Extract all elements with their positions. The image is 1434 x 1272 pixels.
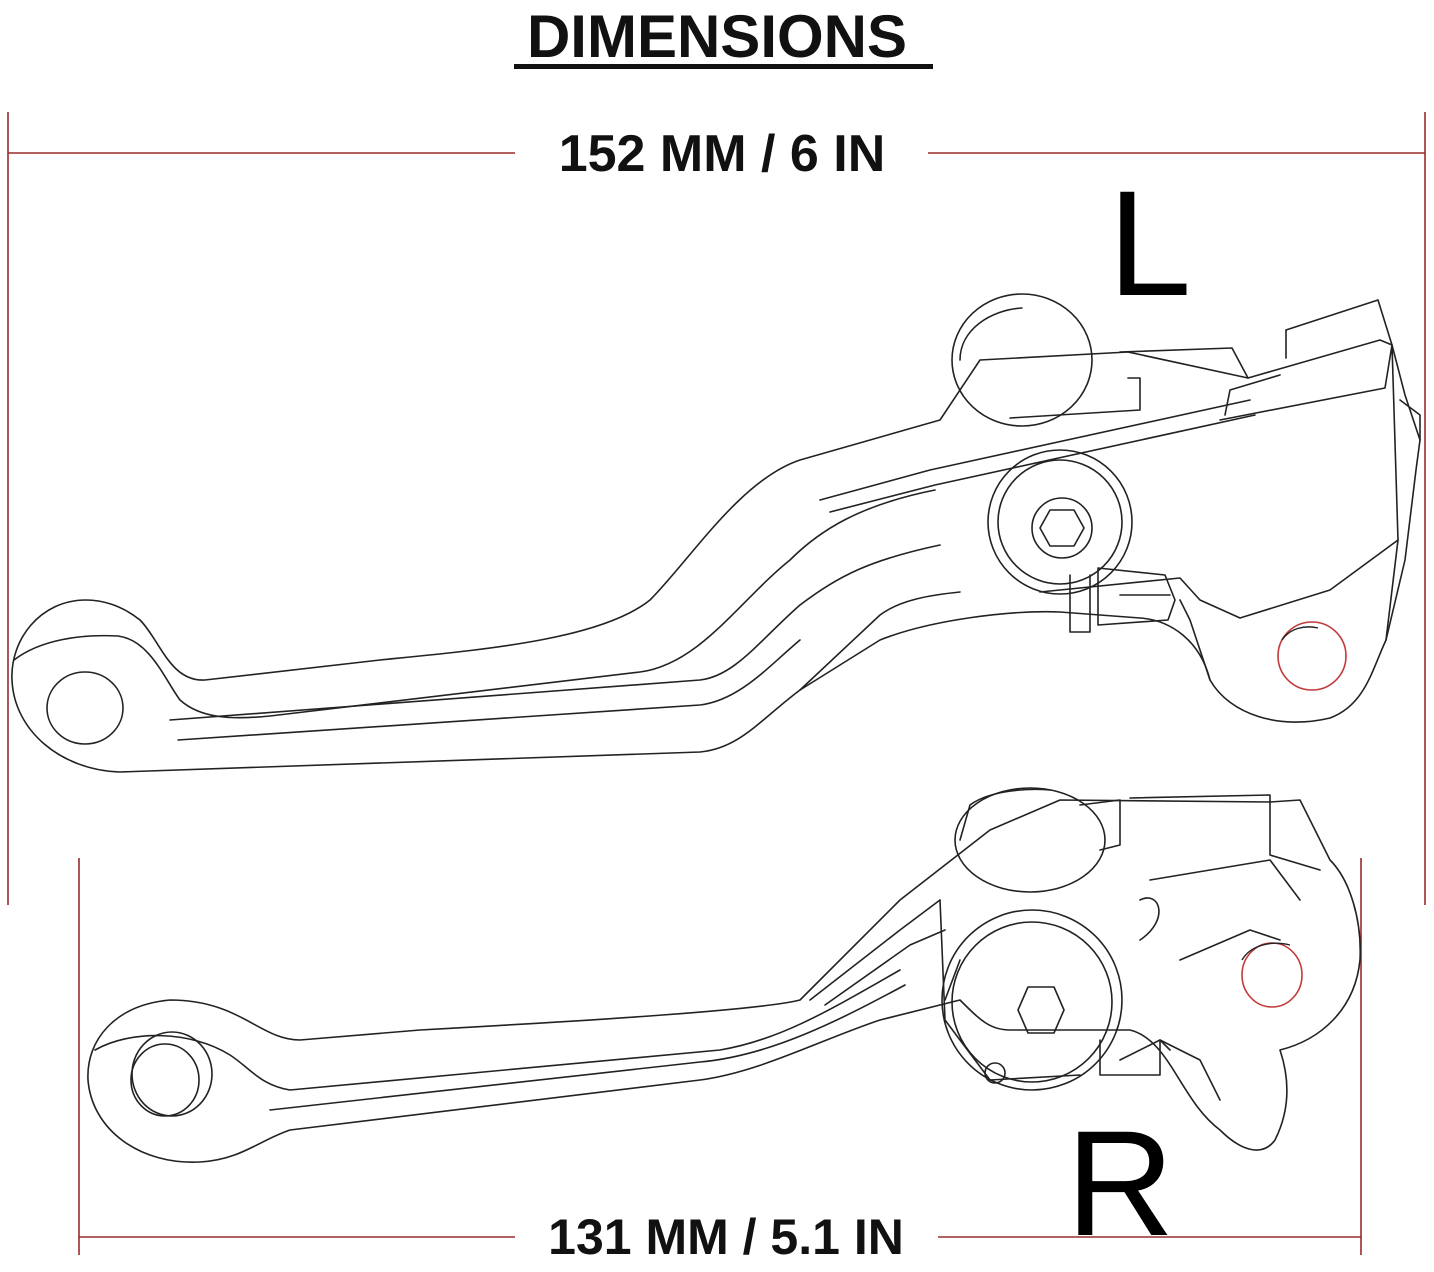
right-hex-bolt: [1017, 986, 1065, 1034]
left-end-hole: [46, 671, 124, 745]
right-pivot-boss: [941, 909, 1123, 1091]
bottom-dimension-line: [78, 858, 1362, 1255]
left-mounting-hole: [1277, 621, 1347, 691]
left-lever-drawing: [11, 293, 1421, 773]
left-hex-bolt: [1039, 509, 1085, 547]
left-adjuster-knob: [951, 293, 1093, 427]
right-lever-label: R: [1066, 1099, 1175, 1267]
right-adjuster-knob: [954, 787, 1106, 893]
top-dimension-label: 152 MM / 6 IN: [520, 124, 924, 184]
bottom-dimension-label: 131 MM / 5.1 IN: [520, 1208, 932, 1266]
left-pivot-boss: [987, 449, 1133, 595]
page-title: DIMENSIONS: [526, 3, 908, 70]
left-lever-blade-outline: [11, 339, 1421, 773]
right-lever-drawing: [87, 787, 1362, 1163]
left-lever-label: L: [1108, 159, 1192, 327]
right-mounting-hole: [1241, 942, 1303, 1008]
top-dimension-line: [7, 112, 1426, 905]
right-lever-blade-outline: [87, 799, 1362, 1163]
title-underline: [514, 64, 933, 69]
